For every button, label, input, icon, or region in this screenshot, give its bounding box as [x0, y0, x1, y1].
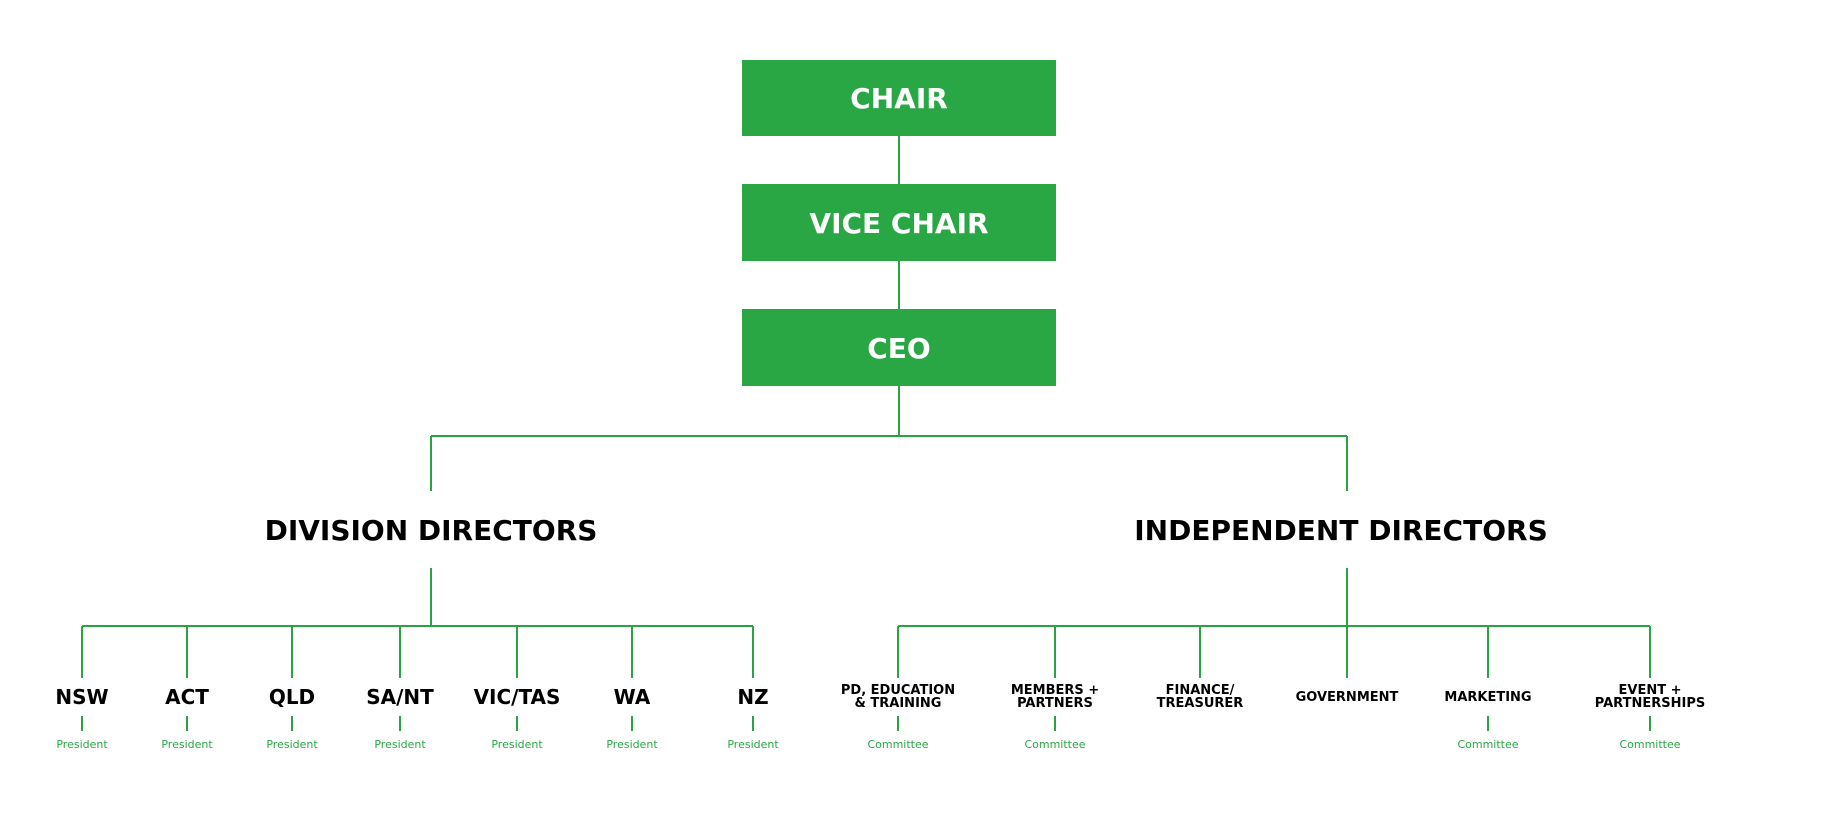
independent-name-line1: FINANCE/ [1166, 683, 1235, 698]
division-name: WA [614, 685, 651, 709]
ceo-label: CEO [867, 332, 930, 365]
independent-name-line1: MEMBERS + [1011, 683, 1099, 698]
division-nodes: NSW President ACT President QLD President SA/N… [55, 685, 779, 751]
division-role: President [374, 738, 426, 751]
division-name: SA/NT [366, 685, 434, 709]
independent-name-line2: PARTNERSHIPS [1595, 696, 1705, 711]
independent-name-line2: PARTNERS [1017, 696, 1093, 711]
independent-name-line2: & TRAINING [855, 696, 942, 711]
division-directors-heading: DIVISION DIRECTORS [265, 514, 598, 547]
independent-role: Committee [867, 738, 928, 751]
connector-lines [81, 136, 1651, 731]
independent-name-line1: EVENT + [1619, 683, 1682, 698]
chair-label: CHAIR [850, 82, 948, 115]
division-name: ACT [165, 685, 209, 709]
division-role: President [161, 738, 213, 751]
division-name: VIC/TAS [474, 685, 561, 709]
ceo-box [742, 309, 1056, 386]
independent-name: GOVERNMENT [1296, 690, 1399, 705]
division-name: NSW [55, 685, 108, 709]
independent-role: Committee [1024, 738, 1085, 751]
independent-role: Committee [1457, 738, 1518, 751]
vice-chair-box [742, 184, 1056, 261]
independent-name: MARKETING [1444, 690, 1531, 705]
independent-directors-heading: INDEPENDENT DIRECTORS [1134, 514, 1547, 547]
independent-nodes: PD, EDUCATION& TRAINING Committee MEMBERS … [841, 683, 1705, 751]
division-role: President [727, 738, 779, 751]
vice-chair-label: VICE CHAIR [809, 207, 988, 240]
division-role: President [606, 738, 658, 751]
division-name: NZ [737, 685, 768, 709]
independent-role: Committee [1619, 738, 1680, 751]
division-role: President [266, 738, 318, 751]
division-role: President [56, 738, 108, 751]
chair-box [742, 60, 1056, 136]
independent-name-line2: TREASURER [1157, 696, 1244, 711]
division-role: President [491, 738, 543, 751]
independent-name-line1: PD, EDUCATION [841, 683, 955, 698]
division-name: QLD [269, 685, 315, 709]
